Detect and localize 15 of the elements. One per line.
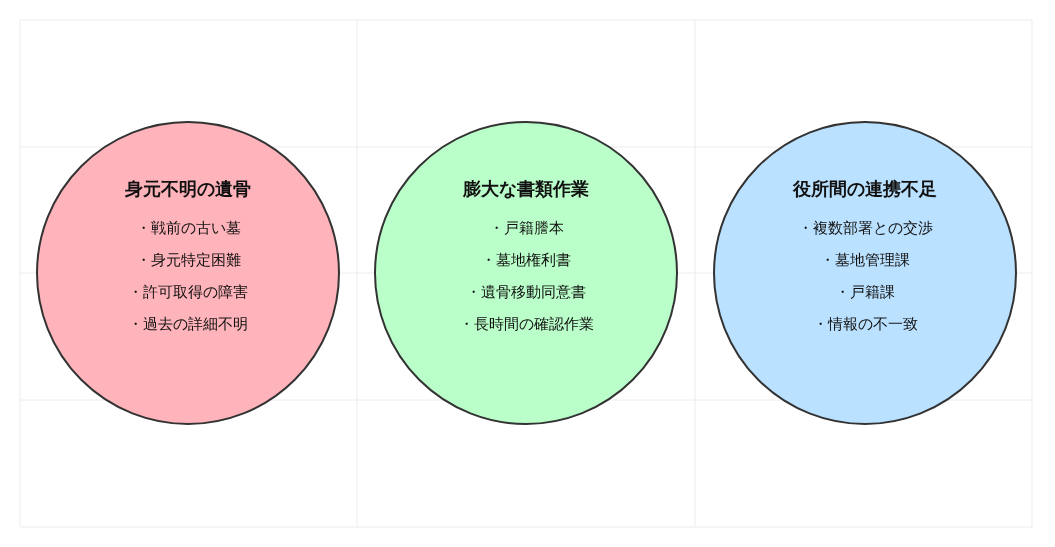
bullet-item: ・過去の詳細不明	[128, 315, 248, 333]
bullet-item: ・長時間の確認作業	[458, 315, 594, 333]
bullet-item: ・身元特定困難	[135, 251, 241, 269]
bullet-item: ・複数部署との交渉	[797, 219, 933, 237]
bullet-item: ・戸籍課	[835, 283, 895, 301]
bullet-item: ・墓地管理課	[820, 251, 910, 269]
circle-heading: 膨大な書類作業	[463, 178, 589, 199]
bullet-item: ・戸籍謄本	[488, 219, 564, 237]
bullet-item: ・墓地権利書	[481, 251, 571, 269]
bullet-item: ・遺骨移動同意書	[466, 283, 586, 301]
bullet-item: ・情報の不一致	[812, 315, 918, 333]
circle-heading: 身元不明の遺骨	[125, 178, 251, 199]
bullet-item: ・戦前の古い墓	[135, 219, 241, 237]
bullet-item: ・許可取得の障害	[128, 283, 248, 301]
circle-heading: 役所間の連携不足	[793, 178, 937, 199]
